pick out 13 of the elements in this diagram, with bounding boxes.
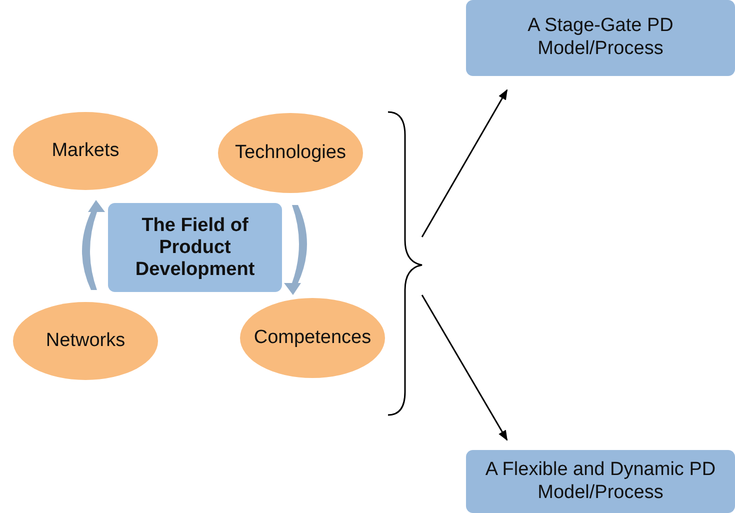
node-label: Markets xyxy=(52,140,120,162)
node-label: Competences xyxy=(254,327,372,349)
node-label: A Flexible and Dynamic PD Model/Process xyxy=(484,458,717,504)
outcome-box xyxy=(466,0,735,76)
outcome-box xyxy=(466,450,735,513)
arrow xyxy=(421,294,508,441)
curly-brace xyxy=(388,111,423,416)
node-label: The Field of Product Development xyxy=(134,214,256,280)
core-box xyxy=(108,203,282,292)
arrow xyxy=(421,89,508,238)
node-label: A Stage-Gate PD Model/Process xyxy=(526,15,674,61)
node-label: Networks xyxy=(46,330,126,352)
node-label: Technologies xyxy=(235,142,346,164)
